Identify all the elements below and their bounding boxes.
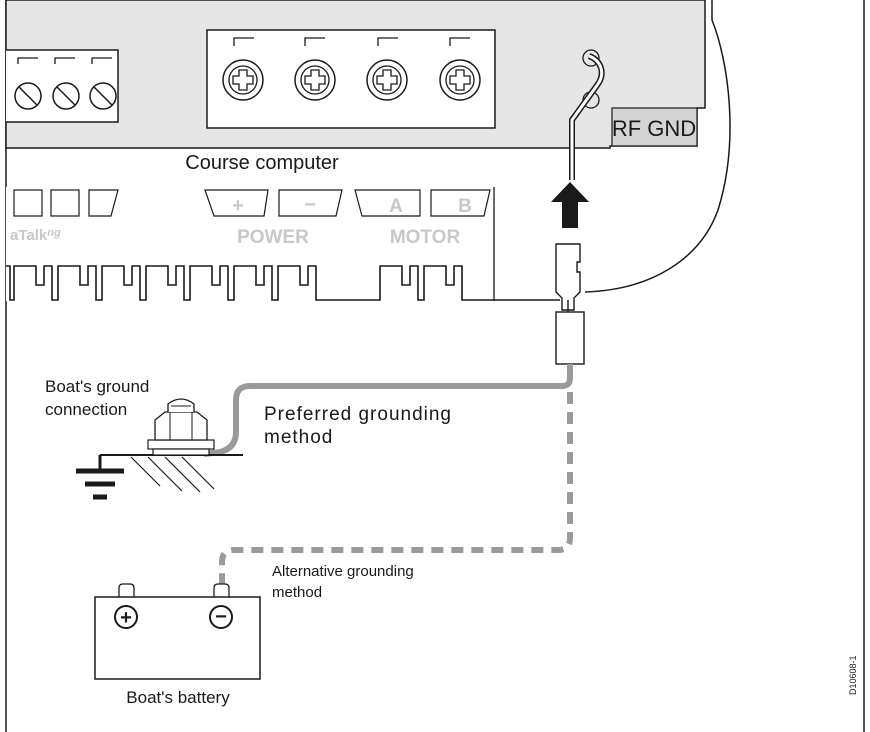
motor-b-label: B — [458, 196, 472, 217]
rf-gnd-stud — [569, 49, 605, 180]
motor-a-slot — [354, 189, 421, 217]
power-label: POWER — [237, 227, 309, 248]
battery-minus-label: − — [215, 606, 227, 628]
ground-symbol-icon — [76, 455, 124, 500]
battery-label: Boat's battery — [126, 688, 230, 707]
screw-terminal-icon — [294, 59, 336, 101]
power-terminal-block — [206, 29, 496, 129]
seatalk-slot — [50, 189, 80, 217]
screw-terminal-icon — [89, 82, 117, 110]
alternative-method-label-line1: Alternative grounding — [272, 563, 414, 580]
drawing-reference: D10608-1 — [848, 655, 858, 695]
screw-terminal-icon — [366, 59, 408, 101]
battery-icon: + − — [94, 583, 261, 680]
housing-curve — [584, 0, 731, 293]
preferred-grounding-cable — [203, 364, 573, 457]
motor-label: MOTOR — [390, 227, 461, 248]
seatalk-slot — [88, 189, 119, 217]
alternative-grounding-cable — [219, 392, 573, 590]
ground-connection-label-line1: Boat's ground — [45, 377, 149, 396]
course-computer-label: Course computer — [185, 152, 339, 174]
seatalk-slot — [13, 189, 43, 217]
alternative-method-label-line2: method — [272, 584, 322, 601]
preferred-method-label-line1: Preferred grounding — [264, 404, 452, 425]
screw-terminal-icon — [52, 82, 80, 110]
connector-pin-profile — [6, 265, 560, 301]
rf-gnd-label: RF GND — [612, 116, 696, 141]
boat-ground-connection — [100, 398, 243, 493]
small-terminal-block — [6, 49, 119, 123]
rf-gnd-box — [611, 107, 698, 147]
ground-connection-label-line2: connection — [45, 400, 127, 419]
screw-terminal-icon — [14, 82, 42, 110]
motor-a-label: A — [389, 196, 403, 217]
seatalk-label: aTalkng — [10, 227, 61, 244]
connector-row: aTalkng + − POWER A B MOTOR — [6, 187, 560, 301]
ring-terminal-connector — [555, 243, 585, 365]
power-minus-slot — [278, 189, 343, 217]
power-plus-slot — [204, 189, 269, 217]
motor-b-slot — [430, 189, 491, 217]
preferred-method-label-line2: method — [264, 427, 333, 448]
power-minus-label: − — [304, 194, 316, 216]
screw-terminal-icon — [222, 59, 264, 101]
power-plus-label: + — [232, 195, 244, 217]
battery-plus-label: + — [120, 607, 132, 629]
screw-terminal-icon — [439, 59, 481, 101]
arrow-up-icon — [551, 182, 589, 228]
